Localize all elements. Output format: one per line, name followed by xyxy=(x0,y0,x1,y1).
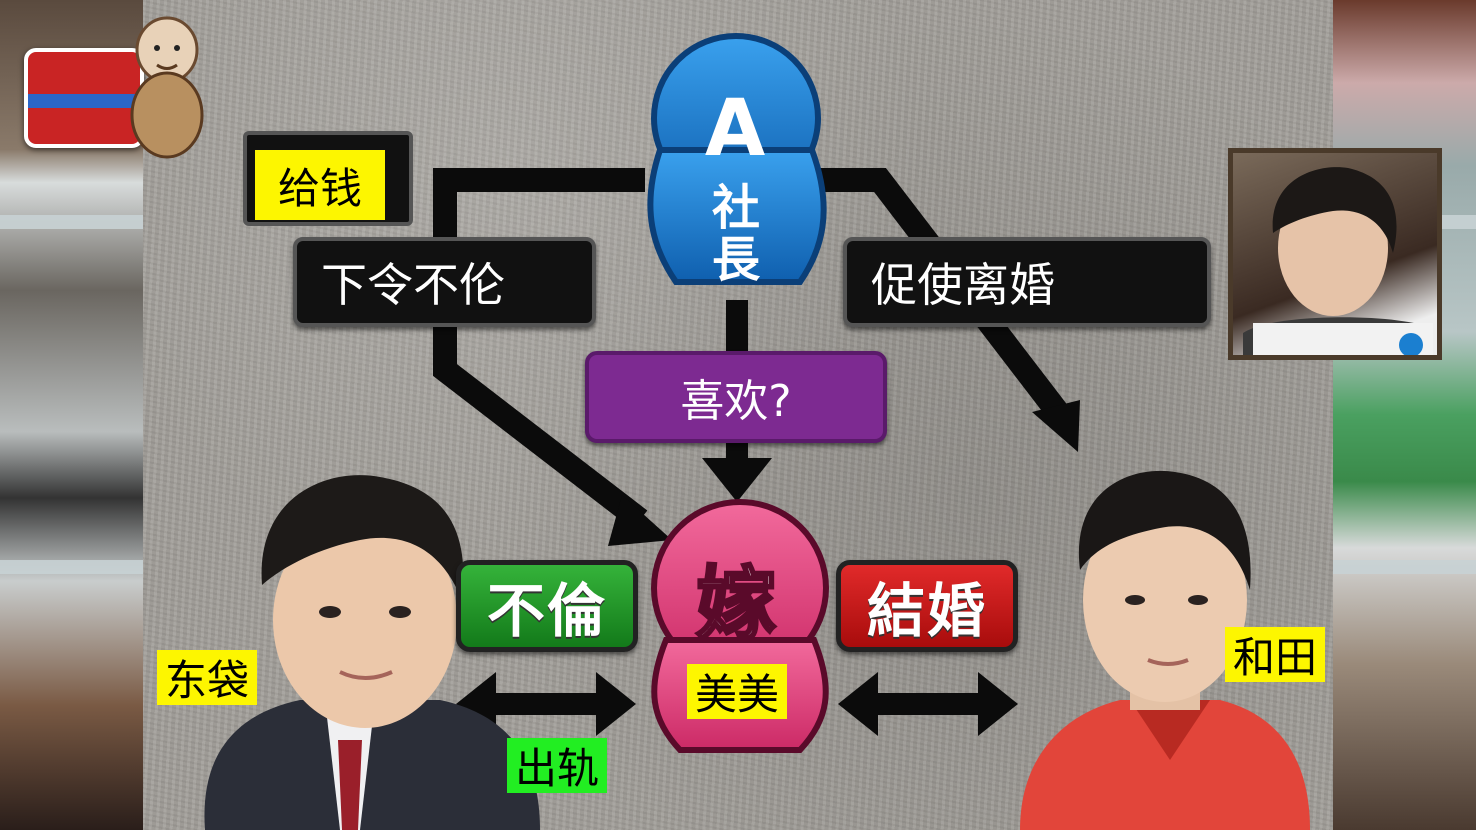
cheat-label: 出轨 xyxy=(507,738,607,793)
shelf-divider xyxy=(1331,560,1476,574)
marriage-badge: 結婚 xyxy=(836,560,1018,652)
logo-stripe xyxy=(28,94,140,108)
push-divorce-label: 促使离婚 xyxy=(843,237,1211,327)
like-label: 喜欢? xyxy=(585,351,887,443)
president-title-char-1: 社 xyxy=(711,180,760,236)
left-man-name: 东袋 xyxy=(157,650,257,705)
mascot-icon xyxy=(130,16,204,159)
president-node xyxy=(647,33,827,285)
inset-person-icon xyxy=(1243,167,1433,355)
order-affair-label: 下令不伦 xyxy=(293,237,596,327)
president-letter: A xyxy=(704,84,766,174)
left-man-photo xyxy=(204,475,540,830)
shelf-divider xyxy=(0,560,145,574)
affair-badge: 不倫 xyxy=(456,560,638,652)
wife-glyph: 嫁 xyxy=(676,540,796,656)
right-man-name: 和田 xyxy=(1225,627,1325,682)
right-background-shelves xyxy=(1331,0,1476,830)
arrow-push-divorce xyxy=(820,168,1080,452)
double-arrow-marriage xyxy=(838,672,1018,736)
president-title-char-2: 長 xyxy=(711,232,760,288)
show-logo-icon xyxy=(24,48,144,148)
inset-photo xyxy=(1228,148,1442,360)
wife-name: 美美 xyxy=(687,664,787,719)
shelf-divider xyxy=(0,215,145,229)
wife-glyph-text: 嫁 xyxy=(695,557,778,653)
gift-label: 给钱 xyxy=(255,150,385,220)
right-man-photo xyxy=(1020,470,1310,830)
